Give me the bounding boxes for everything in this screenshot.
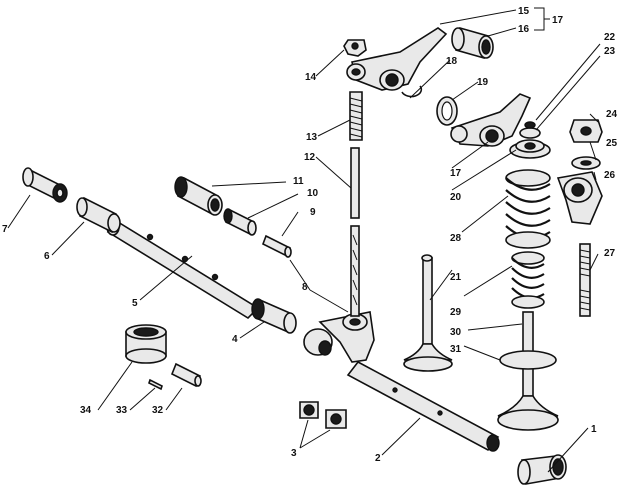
pin-33 (148, 378, 163, 391)
valve-spring-29 (511, 251, 545, 309)
bushing-7 (22, 167, 68, 203)
label-9: 9 (310, 207, 316, 218)
nut-14 (343, 39, 367, 57)
bushing-10 (223, 208, 257, 236)
push-rod-12 (350, 147, 360, 317)
clip-18 (401, 85, 423, 98)
label-2: 2 (375, 453, 381, 464)
rocker-shaft-5 (106, 218, 260, 320)
rocker-arm-15 (346, 27, 448, 91)
label-15: 15 (518, 6, 530, 17)
label-5: 5 (132, 298, 138, 309)
pin-32 (170, 362, 202, 388)
label-22: 22 (604, 32, 616, 43)
label-30: 30 (450, 327, 462, 338)
label-21: 21 (450, 272, 462, 283)
label-6: 6 (44, 251, 50, 262)
valve-21 (403, 254, 453, 372)
label-3: 3 (291, 448, 297, 459)
washer-19 (436, 96, 458, 126)
label-20: 20 (450, 192, 462, 203)
label-27: 27 (604, 248, 616, 259)
nuts-3 (299, 401, 347, 429)
label-25: 25 (606, 138, 618, 149)
bushing-6 (76, 196, 121, 234)
label-11: 11 (293, 176, 304, 187)
label-16: 16 (518, 24, 530, 35)
adjusting-screw-13 (349, 91, 363, 141)
rocker-arm-17 (450, 93, 532, 147)
leader-lines (7, 7, 601, 473)
label-18: 18 (446, 56, 458, 67)
label-1: 1 (591, 424, 597, 435)
bushing-11 (174, 176, 223, 216)
bushing-4 (251, 298, 297, 334)
label-13: 13 (306, 132, 318, 143)
label-14: 14 (305, 72, 317, 83)
label-10: 10 (307, 188, 319, 199)
part-labels: 1 2 3 4 5 6 7 8 9 10 11 12 13 14 15 16 1… (2, 6, 618, 464)
label-34: 34 (80, 405, 92, 416)
label-12: 12 (304, 152, 316, 163)
keepers-22-23 (519, 121, 541, 139)
pin-9 (261, 234, 292, 258)
washer-25 (571, 156, 601, 170)
bracket-26 (556, 171, 603, 225)
label-24: 24 (606, 109, 618, 120)
label-26: 26 (604, 170, 616, 181)
bushing-1 (517, 454, 567, 485)
valve-cap-20 (509, 139, 551, 159)
valve-30 (497, 311, 559, 431)
label-29: 29 (450, 307, 462, 318)
bushing-16 (451, 26, 494, 60)
label-31: 31 (450, 344, 462, 355)
label-33: 33 (116, 405, 128, 416)
label-4: 4 (232, 334, 238, 345)
stud-27 (579, 243, 591, 317)
nut-24 (569, 119, 603, 143)
label-17b: 17 (450, 168, 462, 179)
shaft-2 (346, 360, 500, 452)
valve-spring-28 (505, 169, 551, 249)
label-23: 23 (604, 46, 616, 57)
label-32: 32 (152, 405, 164, 416)
label-19: 19 (477, 77, 489, 88)
label-28: 28 (450, 233, 462, 244)
bushing-34 (125, 324, 167, 364)
bracket-8 (303, 311, 375, 363)
label-17: 17 (552, 15, 564, 26)
label-7: 7 (2, 224, 8, 235)
label-8: 8 (302, 282, 308, 293)
